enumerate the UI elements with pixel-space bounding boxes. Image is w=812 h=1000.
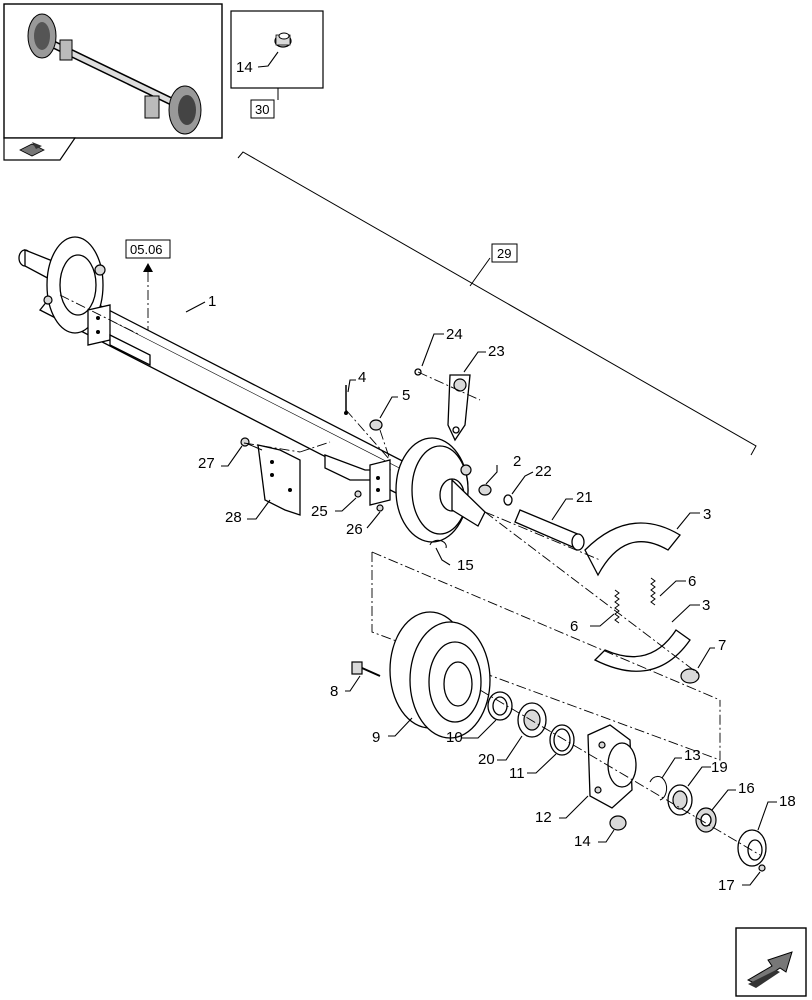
bolt-25 [354, 490, 362, 498]
callout-13: 13 [684, 747, 701, 764]
clamp-28 [257, 444, 301, 516]
overview-inset [3, 3, 223, 161]
callout-5: 5 [402, 387, 410, 404]
brake-shoe-3-upper [584, 522, 681, 577]
callout-6-b: 6 [570, 618, 578, 635]
brake-shoe-3-lower [593, 629, 691, 672]
callout-16: 16 [738, 780, 755, 797]
ref-box-05-06[interactable]: 05.06 [130, 242, 163, 257]
callout-4: 4 [358, 369, 366, 386]
bush-5 [369, 419, 383, 431]
nut-14 [609, 815, 627, 831]
detail-inset: 14 30 [230, 10, 324, 119]
callout-14: 14 [574, 833, 591, 850]
seal-10 [487, 691, 513, 721]
circlip-13 [649, 775, 668, 801]
callout-26: 26 [346, 521, 363, 538]
callout-17: 17 [718, 877, 735, 894]
bolt-8 [351, 661, 381, 677]
callout-11: 11 [509, 765, 525, 782]
callout-25: 25 [311, 503, 328, 520]
ring-11 [549, 724, 575, 756]
callout-21: 21 [576, 489, 593, 506]
callouts: 1 2 3 3 4 5 6 6 7 8 9 10 11 12 13 14 15 [185, 293, 796, 894]
callout-15: 15 [457, 557, 474, 574]
pin-4 [344, 385, 348, 415]
callout-27: 27 [198, 455, 215, 472]
callout-18: 18 [779, 793, 796, 810]
axle-beam [18, 236, 422, 496]
bolt-26 [376, 504, 384, 512]
hub-cap-18 [737, 829, 767, 867]
spring-6-a [614, 589, 620, 624]
callout-12: 12 [535, 809, 552, 826]
right-backing-plate [395, 437, 486, 543]
callout-6-a: 6 [688, 573, 696, 590]
callout-3-b: 3 [702, 597, 710, 614]
camshaft-21 [514, 509, 585, 551]
next-page-arrow-icon[interactable] [735, 927, 807, 997]
callout-2: 2 [513, 453, 521, 470]
group-bracket-29: 29 [237, 151, 757, 456]
callout-8: 8 [330, 683, 338, 700]
callout-14-inset: 14 [236, 59, 253, 76]
circlip-15 [429, 539, 447, 549]
callout-24: 24 [446, 326, 463, 343]
callout-1: 1 [208, 293, 216, 310]
bearing-19 [667, 784, 693, 816]
nut-2 [478, 484, 492, 496]
callout-10: 10 [446, 729, 463, 746]
nut-14-icon [274, 32, 292, 48]
ref-05-06: 05.06 [125, 239, 171, 345]
callout-20: 20 [478, 751, 495, 768]
callout-22: 22 [535, 463, 552, 480]
callout-7: 7 [718, 637, 726, 654]
navigation-arrow-icon[interactable] [19, 142, 45, 157]
slack-adjuster-23 [447, 374, 471, 442]
bearing-20 [517, 702, 547, 738]
spring-6-b [650, 577, 656, 606]
callout-28: 28 [225, 509, 242, 526]
screw-17 [758, 864, 766, 872]
roller-7 [680, 668, 700, 684]
callout-23: 23 [488, 343, 505, 360]
ref-box-29[interactable]: 29 [497, 246, 511, 261]
brake-drum-9 [389, 611, 491, 739]
bolt-27 [240, 437, 263, 451]
callout-9: 9 [372, 729, 380, 746]
washer-22 [503, 494, 513, 506]
nut-16 [695, 807, 717, 833]
right-bracket [324, 454, 391, 506]
overview-axle-illustration [27, 13, 202, 135]
callout-19: 19 [711, 759, 728, 776]
hub-12 [587, 724, 637, 809]
ref-box-30[interactable]: 30 [255, 102, 269, 117]
callout-3-a: 3 [703, 506, 711, 523]
